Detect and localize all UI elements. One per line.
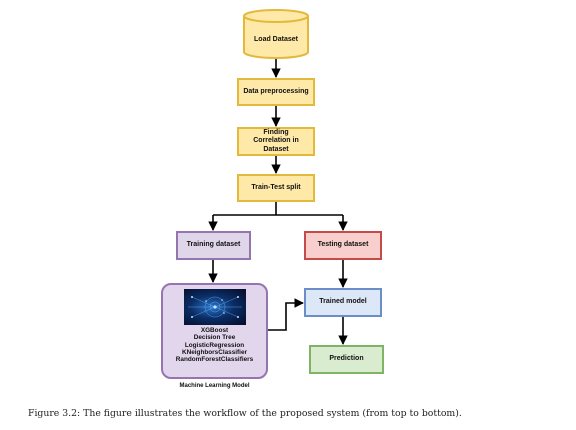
ml-model-label: Machine Learning Model <box>179 383 250 389</box>
node-prediction: Prediction <box>309 345 384 374</box>
ml-model-list: XGBoost Decision Tree LogisticRegression… <box>163 327 266 364</box>
node-testing-dataset: Testing dataset <box>304 231 382 260</box>
node-data-preprocessing: Data preprocessing <box>237 78 315 106</box>
ml-model-item: XGBoost <box>200 327 229 334</box>
arrow-ml-to-trained <box>268 298 304 331</box>
load-dataset-cylinder <box>243 9 309 59</box>
node-load-dataset: Load Dataset <box>254 35 298 43</box>
node-training-dataset: Training dataset <box>176 231 251 260</box>
neural-network-icon <box>188 296 242 318</box>
node-finding-correlation: Finding Correlation in Dataset <box>237 127 315 156</box>
node-train-test-split: Train-Test split <box>237 174 315 202</box>
ai-brain-image <box>184 289 246 325</box>
ml-model-item: KNeighborsClassifier <box>182 349 247 357</box>
ml-model-item: Decision Tree <box>193 334 236 342</box>
node-machine-learning-model: XGBoost Decision Tree LogisticRegression… <box>161 283 268 379</box>
node-trained-model: Trained model <box>304 288 382 317</box>
ml-model-item: LogisticRegression <box>184 341 245 349</box>
figure-caption: Figure 3.2: The figure illustrates the w… <box>28 408 462 419</box>
ml-model-item: RandomForestClassifiers <box>175 356 254 364</box>
